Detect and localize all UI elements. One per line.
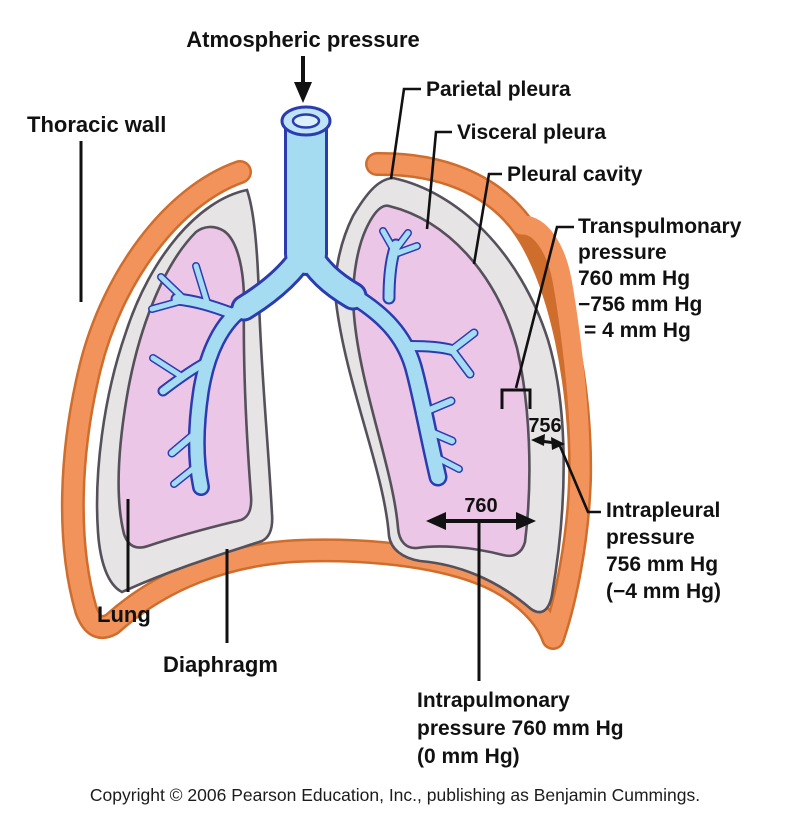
- width-arrow-756: [531, 434, 565, 450]
- label-intrapleural-pressure: Intrapleural pressure 756 mm Hg (−4 mm H…: [606, 499, 721, 603]
- measurement-bracket: [500, 388, 532, 409]
- svg-text:(−4 mm Hg): (−4 mm Hg): [606, 580, 721, 603]
- atmospheric-pressure-arrow-icon: [294, 56, 312, 103]
- label-visceral-pleura: Visceral pleura: [457, 121, 606, 144]
- svg-text:pressure: pressure: [578, 241, 667, 264]
- label-thoracic-wall: Thoracic wall: [27, 112, 166, 137]
- svg-text:−756 mm Hg: −756 mm Hg: [578, 293, 702, 316]
- leader-intrapleural: [558, 445, 601, 514]
- label-transpulmonary-pressure: Transpulmonary pressure 760 mm Hg −756 m…: [578, 215, 742, 342]
- label-intrapulmonary-pressure: Intrapulmonary pressure 760 mm Hg (0 mm …: [417, 689, 624, 768]
- svg-text:pressure 760 mm Hg: pressure 760 mm Hg: [417, 717, 624, 740]
- leader-parietal-pleura: [389, 87, 421, 180]
- leader-pleural-cavity: [472, 172, 502, 265]
- value-760: 760: [464, 495, 497, 517]
- svg-text:= 4 mm Hg: = 4 mm Hg: [584, 319, 691, 342]
- svg-text:760 mm Hg: 760 mm Hg: [578, 267, 690, 290]
- width-arrow-760: [426, 512, 536, 530]
- svg-text:(0 mm Hg): (0 mm Hg): [417, 745, 520, 768]
- label-parietal-pleura: Parietal pleura: [426, 78, 571, 101]
- svg-text:Intrapulmonary: Intrapulmonary: [417, 689, 570, 712]
- label-atmospheric-pressure: Atmospheric pressure: [186, 27, 420, 52]
- copyright-text: Copyright © 2006 Pearson Education, Inc.…: [90, 785, 700, 805]
- svg-text:Intrapleural: Intrapleural: [606, 499, 720, 522]
- label-pleural-cavity: Pleural cavity: [507, 163, 643, 186]
- label-diaphragm: Diaphragm: [163, 652, 278, 677]
- trachea-opening: [280, 105, 332, 137]
- leader-transpulmonary: [514, 225, 574, 389]
- value-756: 756: [528, 415, 561, 437]
- leader-visceral-pleura: [425, 130, 452, 230]
- bronchial-tree: [148, 108, 479, 496]
- svg-text:pressure: pressure: [606, 526, 695, 549]
- svg-text:756 mm Hg: 756 mm Hg: [606, 553, 718, 576]
- label-lung: Lung: [97, 602, 151, 627]
- svg-text:Transpulmonary: Transpulmonary: [578, 215, 742, 238]
